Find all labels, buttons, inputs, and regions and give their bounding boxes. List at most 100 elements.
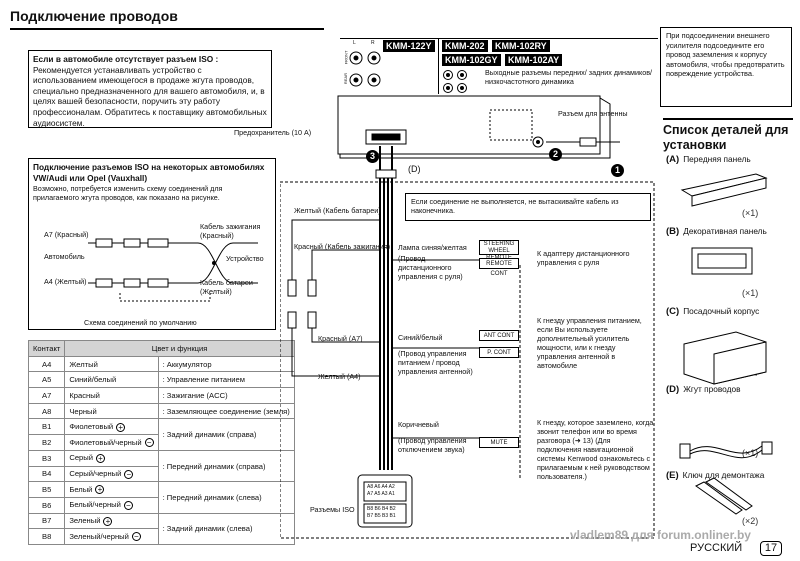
part-item: (D)Жгут проводов [666, 384, 740, 395]
minus-icon: − [124, 469, 134, 479]
table-cell-color: Черный [64, 402, 159, 420]
d-label: (D) [408, 164, 421, 174]
color-label: Синий/белый [69, 375, 117, 385]
part-item: (A)Передняя панель [666, 154, 751, 165]
minus-icon: − [144, 438, 154, 448]
table-cell-function: : Задний динамик (слева) [157, 512, 295, 545]
model-output-note: Выходные разъемы передних/ задних динами… [485, 68, 653, 86]
p-cont-tag: P. CONT [479, 347, 519, 358]
rca-r: R [371, 40, 375, 46]
table-cell-pin: B3 [27, 449, 66, 467]
model-kmm-102ay: KMM-102AY [505, 54, 563, 66]
part-letter: (C) [666, 306, 680, 317]
vw-label-bat: Кабель батареи (Желтый) [200, 278, 253, 296]
part-letter: (A) [666, 154, 680, 165]
page-title: Подключение проводов [10, 8, 178, 24]
table-cell-function: : Аккумулятор [157, 355, 295, 373]
part-name: Ключ для демонтажа [682, 470, 765, 480]
watermark: vladlem89 для forum.onliner.by [570, 528, 751, 542]
table-cell-pin: B1 [27, 418, 66, 436]
table-cell-color: Фиолетовый/черный− [64, 434, 159, 451]
title-rule [10, 28, 324, 30]
part-qty: (×2) [742, 516, 759, 526]
color-label: Белый [69, 484, 93, 494]
plus-icon: + [103, 516, 113, 526]
minus-icon: − [123, 500, 133, 510]
part-qty: (×1) [742, 288, 759, 298]
mute-tag: MUTE [479, 437, 519, 448]
table-cell-pin: B6 [27, 496, 66, 514]
model-kmm-202: KMM-202 [442, 40, 488, 52]
table-cell-pin: B4 [27, 465, 66, 483]
remote-cont-tag: REMOTE CONT [479, 258, 519, 277]
rca-jacks-icon [349, 51, 381, 87]
red-a7-label: Красный (А7) [318, 334, 363, 343]
part-qty: (×1) [742, 208, 759, 218]
rca-rear: REAR [343, 72, 349, 85]
model-area [340, 38, 658, 96]
footer-language: РУССКИЙ [690, 542, 743, 554]
color-label: Желтый [69, 359, 98, 369]
part-name: Жгут проводов [683, 384, 741, 394]
table-cell-function: : Передний динамик (слева) [157, 481, 295, 514]
table-cell-color: Белый+ [64, 481, 159, 498]
ign-wire-label: Красный (Кабель зажигания) [294, 242, 391, 251]
iso-label: Разъемы ISO [310, 505, 355, 514]
remote-desc: К адаптеру дистанционного управления с р… [537, 249, 630, 267]
parts-title: Список деталей для установки [663, 123, 789, 152]
model-kmm-102ry: KMM-102RY [492, 40, 550, 52]
fuse-label: Предохранитель (10 A) [234, 128, 312, 137]
model-kmm-102gy: KMM-102GY [442, 54, 501, 66]
table-cell-function: : Передний динамик (справа) [157, 449, 295, 483]
yellow-a4-label: Желтый (А4) [318, 372, 361, 381]
part-letter: (B) [666, 226, 680, 237]
rca-l: L [353, 40, 356, 46]
color-label: Красный [69, 390, 100, 400]
color-label: Фиолетовый [69, 422, 114, 432]
part-name: Посадочный корпус [683, 306, 760, 316]
part-name: Декоративная панель [683, 226, 767, 236]
callout-text: Если соединение не выполняется, не вытас… [411, 197, 619, 215]
bullet-3: 3 [366, 150, 379, 163]
blue-white-label: Синий/белый [398, 333, 443, 342]
table-cell-function: : Задний динамик (справа) [157, 418, 295, 451]
table-header-contact: Контакт [27, 340, 66, 357]
iso-note-text: Рекомендуется устанавливать устройство с… [33, 64, 267, 128]
power-wire-label: (Провод управления питанием / провод упр… [398, 349, 473, 376]
part-item: (E)Ключ для демонтажа [666, 470, 764, 481]
table-cell-color: Серый+ [64, 449, 159, 467]
mute-wire-label: (Провод управления отключением звука) [398, 436, 467, 454]
iso-note-heading: Если в автомобиле отсутствует разъем ISO… [33, 54, 219, 64]
part-letter: (E) [666, 470, 679, 481]
table-cell-pin: A4 [27, 355, 66, 373]
rca-jacks-icon-2 [443, 70, 467, 93]
table-cell-pin: A8 [27, 402, 66, 420]
part-qty: (×1) [742, 448, 759, 458]
plus-icon: + [116, 422, 126, 432]
color-label: Зеленый/черный [69, 531, 129, 541]
vw-note-text: Возможно, потребуется изменить схему сое… [33, 184, 223, 203]
parts-panel: Список деталей для установки [663, 118, 793, 538]
part-item: (C)Посадочный корпус [666, 306, 759, 317]
table-cell-pin: A7 [27, 387, 66, 404]
battery-wire-label: Желтый (Кабель батареи) [294, 206, 381, 215]
iso-a-top: A8 A6 A4 A2 [367, 484, 395, 490]
color-label: Серый/черный [69, 469, 122, 479]
table-cell-pin: A5 [27, 371, 66, 389]
vw-label-a7: А7 (Красный) [44, 230, 89, 239]
callout-box: Если соединение не выполняется, не вытас… [405, 193, 651, 221]
table-cell-color: Зеленый/черный− [64, 528, 159, 545]
color-label: Черный [69, 406, 97, 416]
amp-note-text: При подсоединении внешнего усилителя под… [666, 31, 785, 79]
bullet-2: 2 [549, 148, 562, 161]
table-cell-pin: B2 [27, 434, 66, 451]
mute-desc: К гнезду, которое заземлено, когда звони… [537, 418, 654, 481]
